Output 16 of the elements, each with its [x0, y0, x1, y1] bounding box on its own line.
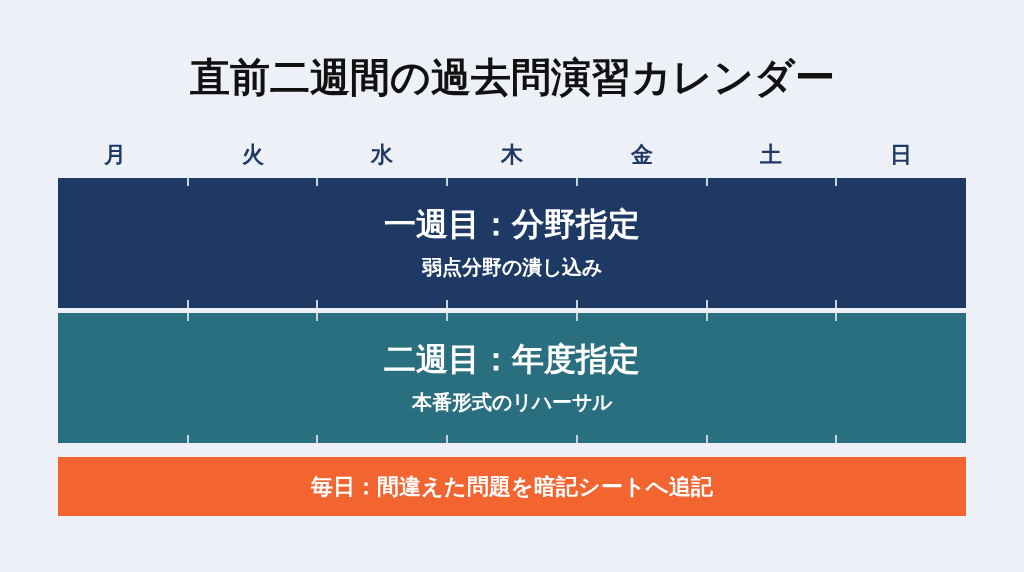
weekday-label: 水	[369, 141, 395, 169]
band-heading: 一週目：分野指定	[384, 204, 640, 246]
band-heading: 毎日：間違えた問題を暗記シートへ追記	[311, 473, 713, 501]
weekday-label: 月	[102, 141, 127, 169]
weekday-label: 金	[629, 141, 654, 169]
week-band	[58, 178, 966, 308]
weekday-label: 日	[889, 141, 914, 169]
band-subtitle: 弱点分野の潰し込み	[422, 253, 602, 281]
band-subtitle: 本番形式のリハーサル	[412, 388, 612, 416]
daily-task-band	[58, 457, 966, 516]
band-heading: 二週目：年度指定	[384, 339, 640, 381]
week-band	[58, 313, 966, 443]
weekday-label: 火	[240, 141, 265, 169]
weekday-label: 土	[759, 141, 784, 169]
weekday-label: 木	[500, 141, 524, 169]
title: 直前二週間の過去問演習カレンダー	[188, 53, 836, 102]
